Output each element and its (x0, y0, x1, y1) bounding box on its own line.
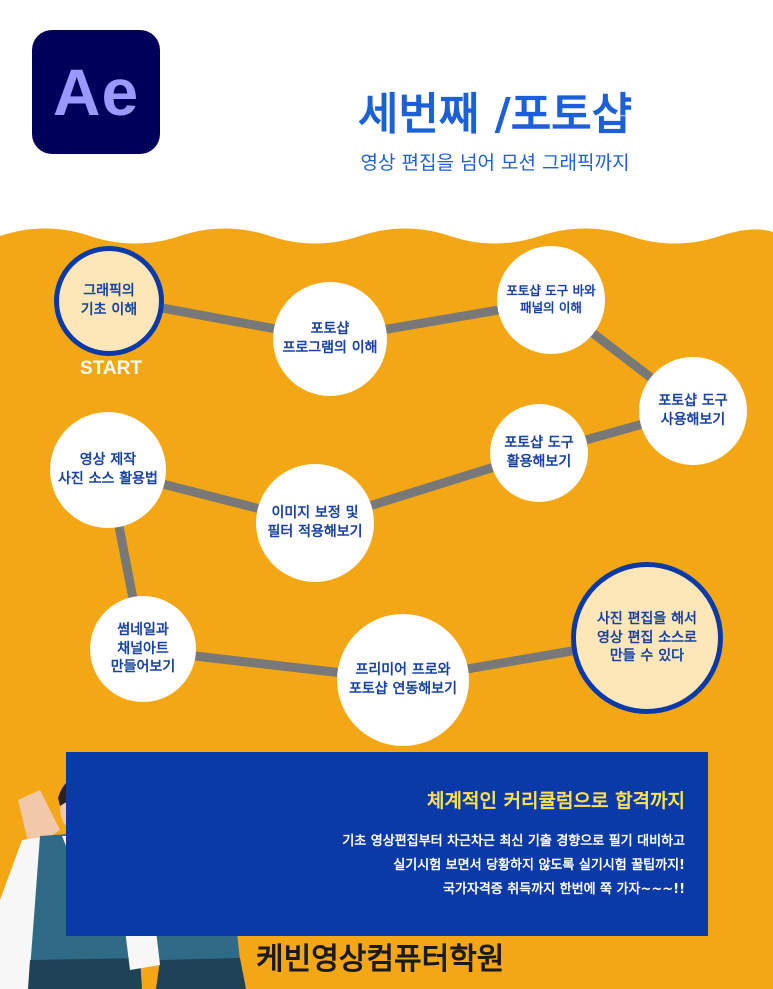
roadmap-node-goal: 사진 편집을 해서 영상 편집 소스로 만들 수 있다 (571, 562, 723, 714)
panel-title: 체계적인 커리큘럼으로 합격까지 (427, 790, 685, 812)
roadmap-node-toolbar-panel: 포토샵 도구 바와 패널의 이해 (497, 246, 605, 354)
roadmap-node-video-sources: 영상 제작 사진 소스 활용법 (50, 412, 166, 528)
roadmap-node-tool-usage: 포토샵 도구 사용해보기 (639, 357, 747, 465)
panel-line-3: 국가자격증 취득까지 한번에 쭉 가자~~~!! (442, 882, 685, 897)
roadmap-node-image-correction: 이미지 보정 및 필터 적용해보기 (256, 464, 374, 582)
panel-line-2: 실기시험 보면서 당황하지 않도록 실기시험 꿀팁까지! (393, 858, 685, 873)
start-label: START (80, 358, 142, 379)
roadmap-node-graphic-basics: 그래픽의 기초 이해 (54, 246, 164, 356)
logo-text: Ae (52, 55, 140, 129)
roadmap-node-tool-application: 포토샵 도구 활용해보기 (490, 404, 588, 502)
page-subtitle: 영상 편집을 넘어 모션 그래픽까지 (360, 152, 630, 174)
page-title: 세번째 /포토샵 (357, 89, 633, 140)
roadmap-node-premiere-link: 프리미어 프로와 포토샵 연동해보기 (337, 614, 469, 746)
panel-line-1: 기초 영상편집부터 차근차근 최신 기출 경향으로 필기 대비하고 (342, 834, 685, 849)
roadmap-node-thumbnail: 썸네일과 채널아트 만들어보기 (90, 596, 196, 702)
roadmap-node-photoshop-program: 포토샵 프로그램의 이해 (273, 282, 387, 396)
roadmap-connectors (103, 293, 698, 685)
after-effects-logo: Ae (32, 30, 160, 154)
academy-name: 케빈영상컴퓨터학원 (256, 942, 505, 977)
curriculum-panel (66, 752, 708, 936)
